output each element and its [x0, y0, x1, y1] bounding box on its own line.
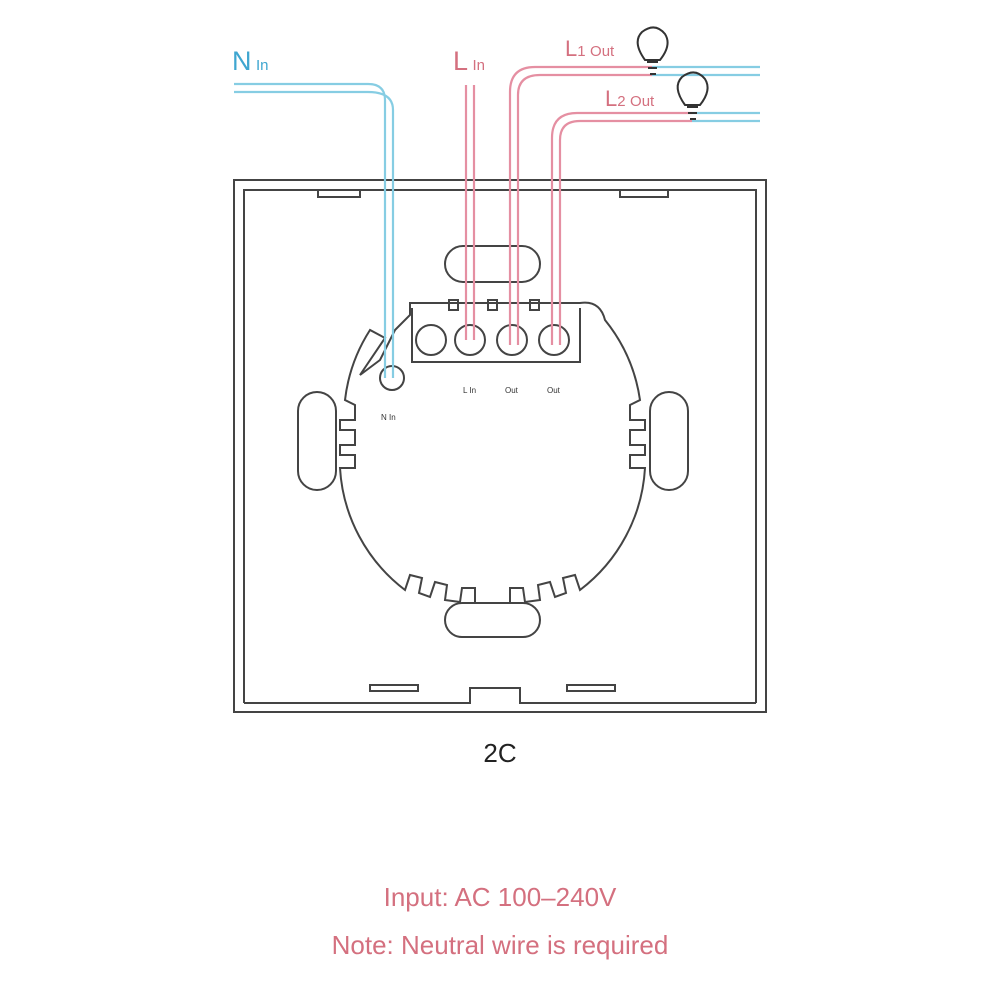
- l2-out-label: L2 Out: [605, 86, 655, 111]
- terminal-n-label: N In: [381, 413, 396, 422]
- wires: [234, 26, 760, 378]
- n-in-label: N In: [232, 46, 269, 76]
- terminal-out2-label: Out: [547, 386, 560, 395]
- bulb-icon: [676, 71, 709, 120]
- bulb-icon: [636, 26, 669, 75]
- l-in-label: L In: [453, 46, 485, 76]
- neutral-note: Note: Neutral wire is required: [331, 930, 669, 960]
- model-label: 2C: [483, 738, 517, 768]
- switch-back-plate: [233, 179, 767, 713]
- terminal-block: [411, 308, 581, 363]
- l1-out-label: L1 Out: [565, 36, 615, 61]
- live-wires: [464, 65, 692, 345]
- terminal-l-label: L In: [463, 386, 477, 395]
- terminal-out1-label: Out: [505, 386, 518, 395]
- input-note: Input: AC 100–240V: [383, 882, 617, 912]
- mounting-frame: [338, 301, 647, 604]
- neutral-wire: [234, 65, 760, 378]
